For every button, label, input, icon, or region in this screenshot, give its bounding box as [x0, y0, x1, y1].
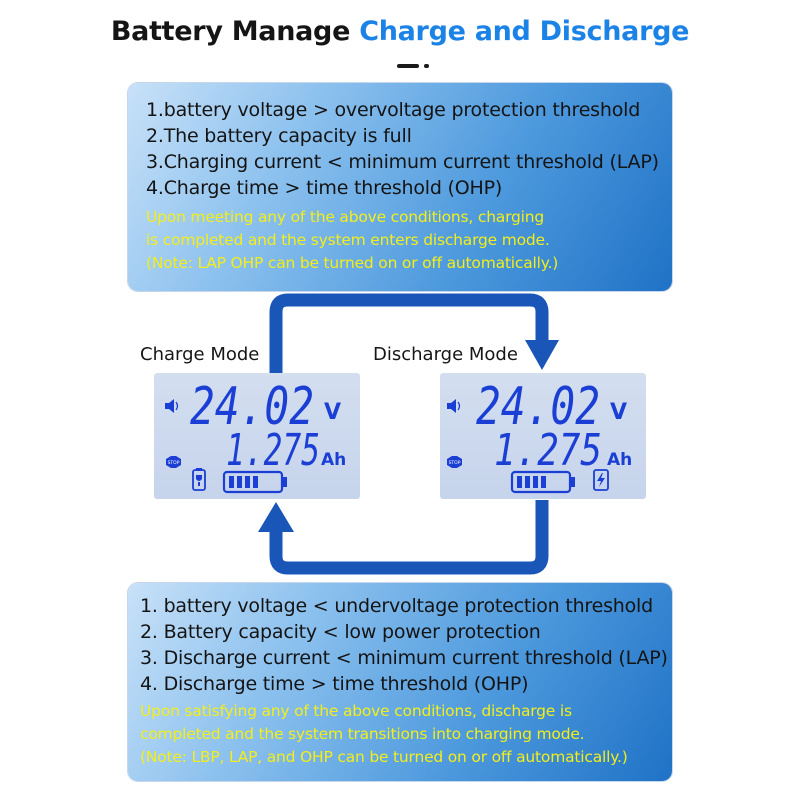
- capacity-readout: 1.275: [494, 425, 602, 476]
- charge-mode-label: Charge Mode: [140, 344, 260, 365]
- discharge-condition-1: 1. battery voltage < undervoltage protec…: [140, 595, 653, 617]
- charge-note-2: is completed and the system enters disch…: [146, 231, 550, 249]
- discharge-condition-4: 4. Discharge time > time threshold (OHP): [140, 673, 529, 695]
- lightning-icon: [593, 469, 609, 491]
- discharge-condition-2: 2. Battery capacity < low power protecti…: [140, 621, 541, 643]
- discharge-note-3: (Note: LBP, LAP, and OHP can be turned o…: [140, 748, 628, 766]
- stop-badge-text: STOP: [168, 460, 180, 466]
- stop-icon: STOP: [166, 456, 181, 468]
- voltage-unit: V: [610, 400, 627, 425]
- voltage-readout: 24.02: [476, 377, 600, 437]
- discharge-conditions-panel: 1. battery voltage < undervoltage protec…: [128, 583, 672, 781]
- charge-note-3: (Note: LAP OHP can be turned on or off a…: [146, 254, 559, 272]
- discharge-mode-label: Discharge Mode: [373, 344, 518, 365]
- charge-condition-2: 2.The battery capacity is full: [146, 125, 412, 147]
- top-arrow-path: [269, 293, 549, 380]
- page-title: Battery Manage Charge and Discharge: [0, 16, 800, 47]
- battery-level-icon: [510, 470, 575, 494]
- arrow-down-icon: [525, 340, 559, 370]
- charge-note-1: Upon meeting any of the above conditions…: [146, 208, 545, 226]
- plug-icon: [192, 468, 206, 491]
- voltage-readout: 24.02: [190, 377, 314, 437]
- capacity-readout: 1.275: [226, 425, 320, 476]
- title-part-1: Battery Manage: [110, 16, 351, 47]
- title-underline: [397, 64, 419, 68]
- discharge-condition-3: 3. Discharge current < minimum current t…: [140, 647, 668, 669]
- arrow-up-icon: [258, 502, 294, 532]
- charge-mode-display: 24.02 V 1.275 Ah STOP: [154, 373, 360, 499]
- charge-condition-4: 4.Charge time > time threshold (OHP): [146, 177, 503, 199]
- title-underline-dot: [424, 64, 429, 68]
- bottom-arrow-path: [269, 500, 549, 575]
- charge-conditions-panel: 1.battery voltage > overvoltage protecti…: [128, 83, 672, 291]
- title-part-2: Charge and Discharge: [359, 16, 690, 47]
- discharge-note-2: completed and the system transitions int…: [140, 725, 585, 743]
- stop-badge-text: STOP: [449, 460, 461, 466]
- charge-condition-3: 3.Charging current < minimum current thr…: [146, 151, 659, 173]
- stop-icon: STOP: [447, 456, 462, 468]
- voltage-unit: V: [324, 400, 341, 425]
- speaker-icon: [447, 399, 461, 413]
- speaker-icon: [165, 399, 179, 413]
- capacity-unit: Ah: [321, 450, 346, 470]
- discharge-note-1: Upon satisfying any of the above conditi…: [140, 702, 572, 720]
- capacity-unit: Ah: [607, 450, 632, 470]
- discharge-mode-display: 24.02 V 1.275 Ah STOP: [440, 373, 646, 499]
- charge-condition-1: 1.battery voltage > overvoltage protecti…: [146, 99, 641, 121]
- battery-level-icon: [222, 470, 287, 494]
